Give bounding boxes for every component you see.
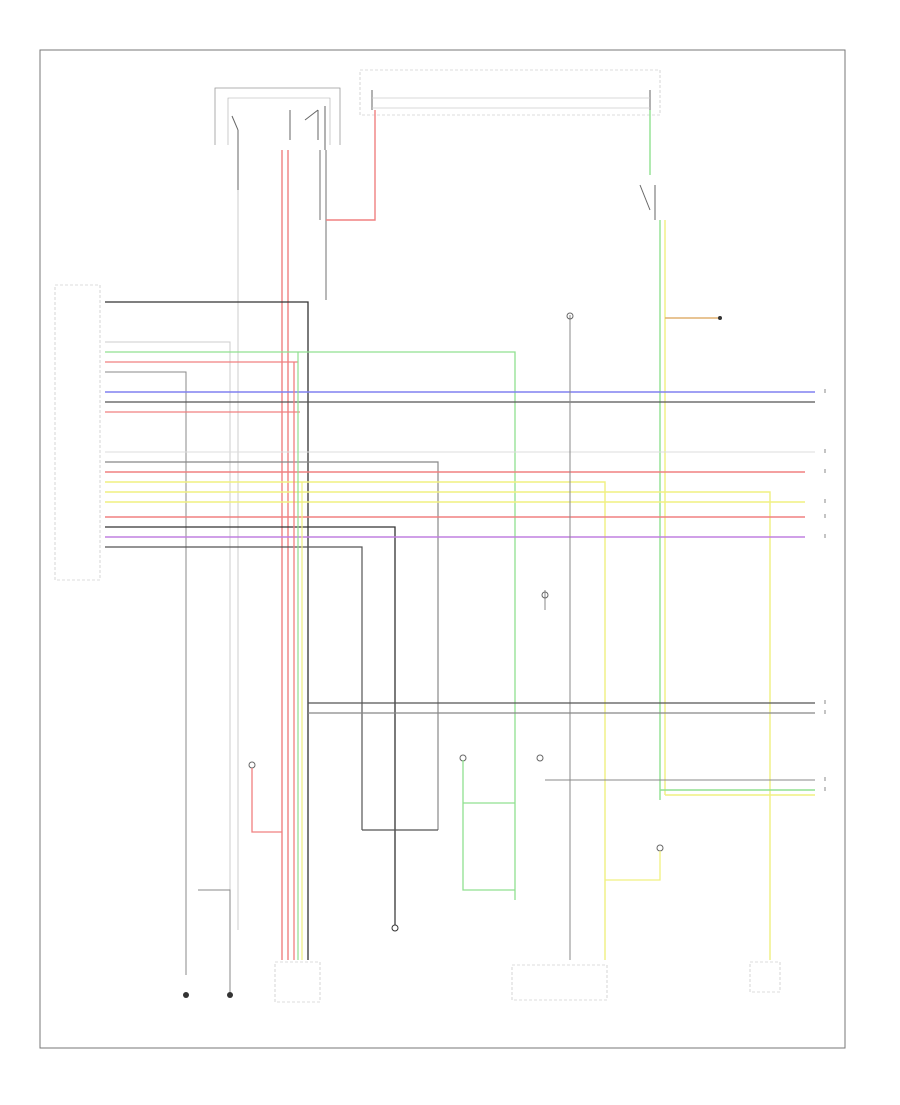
component-bottom-4	[511, 964, 608, 1001]
wire-black-bus-1	[105, 301, 309, 960]
wire-gray-bus-3	[105, 371, 187, 975]
wire-yellow-bus-2	[105, 491, 771, 960]
diagram-border	[39, 49, 846, 1049]
fuse-block-top	[359, 69, 661, 116]
ground-symbol-yellow	[605, 844, 664, 881]
component-bottom-2	[198, 889, 233, 998]
component-bottom-5	[749, 961, 781, 993]
top-switch-assembly	[214, 87, 341, 190]
ground-symbol-green	[459, 754, 515, 891]
wire-gray-bus-4	[105, 461, 439, 830]
ground-symbol-right-bottom	[536, 754, 544, 762]
relay-switch-right	[639, 184, 656, 220]
ground-symbol-mid	[541, 590, 549, 610]
wire-gray-bus-2	[105, 341, 231, 900]
component-bottom-3	[274, 961, 321, 1003]
ground-symbol-left-bottom	[248, 761, 282, 833]
wire-yellow-bus-1	[105, 481, 606, 960]
wire-red-fuse	[326, 110, 376, 221]
ground-symbol-top-center	[566, 312, 574, 320]
left-module	[54, 284, 101, 581]
component-bottom-1	[183, 992, 189, 998]
wire-black-bus-3	[105, 526, 396, 910]
wire-green-bus	[105, 351, 516, 900]
wire-black-bus-4	[105, 546, 363, 830]
